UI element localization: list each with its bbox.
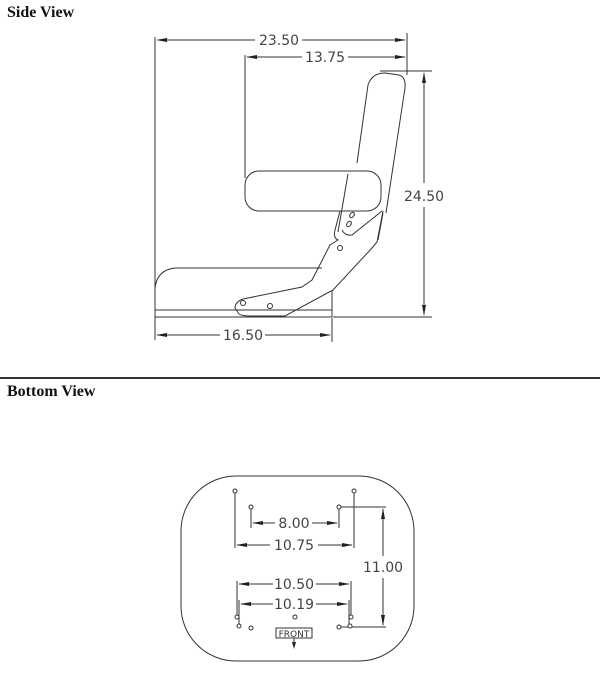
- hole-rear-outer-left: [232, 488, 238, 494]
- dim-label-11-00: 11.00: [363, 560, 403, 576]
- hole-front-inner-right: [347, 623, 353, 629]
- dim-label-10-75: 10.75: [274, 538, 314, 554]
- bottom-view-drawing: 8.00 10.75 11.00 10.50 10.19: [180, 475, 415, 662]
- front-arrow-icon: [292, 642, 296, 649]
- bottom-view-title: Bottom View: [7, 383, 96, 400]
- dim-label-10-19: 10.19: [274, 597, 314, 613]
- adjust-slot-1: [349, 211, 355, 219]
- hole-rear-inner-left: [248, 504, 254, 510]
- section-divider: [0, 377, 600, 379]
- dim-label-10-50: 10.50: [274, 577, 314, 593]
- hole-front-inner-left: [236, 623, 242, 629]
- dim-overall-height: 24.50: [333, 70, 444, 318]
- dim-label-8-00: 8.00: [278, 516, 309, 532]
- dim-overall-depth: 23.50: [154, 33, 408, 340]
- hole-rear-outer-right: [351, 488, 357, 494]
- seat-cushion: [154, 267, 322, 289]
- bracket-hole-3: [337, 245, 343, 251]
- seat-bracket: [234, 210, 384, 317]
- hole-front-outer-left: [234, 614, 240, 620]
- hole-rear-inner-right: [336, 504, 342, 510]
- seat-bottom-outline: [180, 475, 415, 662]
- hole-front-extra-left: [248, 625, 254, 631]
- adjust-slot-2: [346, 220, 352, 228]
- hole-front-center: [292, 614, 298, 620]
- hole-front-extra-right: [336, 624, 342, 630]
- side-view-title: Side View: [7, 4, 75, 21]
- dim-label-16-50: 16.50: [223, 328, 263, 344]
- front-label: FRONT: [279, 630, 310, 640]
- armrest: [244, 170, 382, 212]
- hole-front-outer-right: [348, 614, 354, 620]
- dim-label-13-75: 13.75: [305, 50, 345, 66]
- dim-backrest-armrest: 13.75: [244, 50, 406, 178]
- side-view-drawing: 23.50 13.75 24.50 16.50: [154, 33, 444, 344]
- dim-label-23-50: 23.50: [259, 33, 299, 49]
- dim-label-24-50: 24.50: [404, 189, 444, 205]
- dim-seat-depth: 16.50: [156, 318, 333, 344]
- backrest: [356, 72, 406, 214]
- bracket-hole-2: [267, 303, 273, 309]
- bracket-hole-1: [240, 300, 246, 306]
